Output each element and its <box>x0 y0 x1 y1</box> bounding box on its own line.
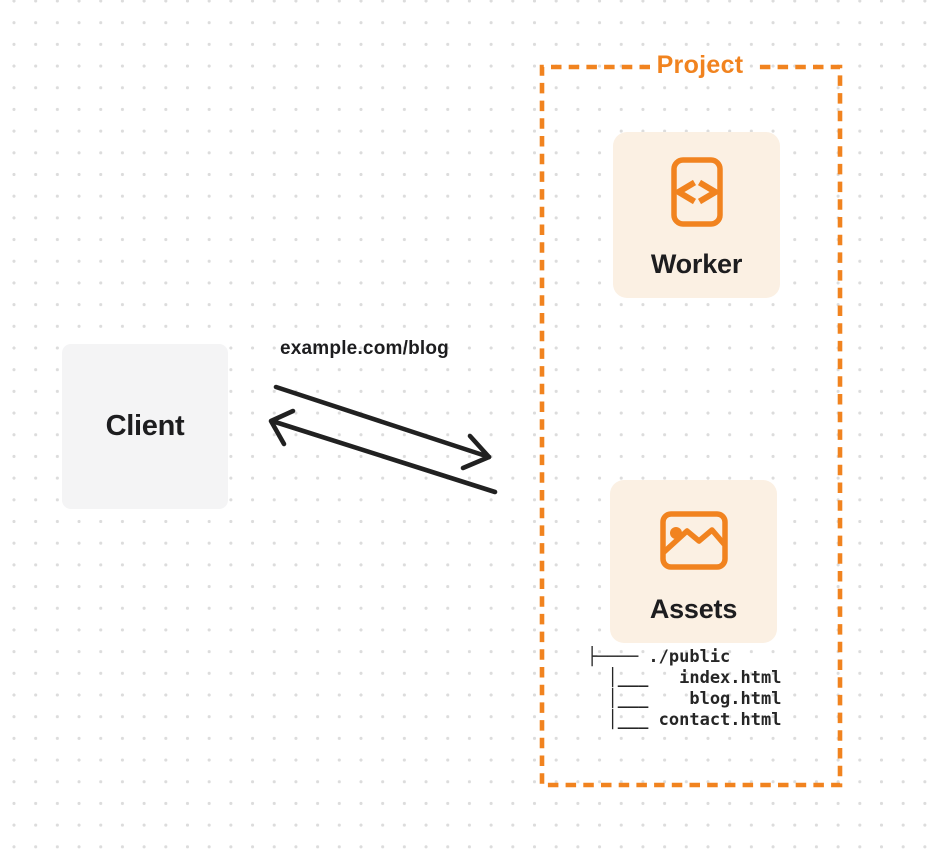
response-arrow <box>268 408 498 495</box>
assets-label: Assets <box>649 593 738 624</box>
client-node: Client <box>62 344 228 509</box>
project-label: Project <box>656 51 744 79</box>
assets-file-tree: ├──── ./public │___ index.html │___ blog… <box>587 647 781 731</box>
image-icon <box>659 510 728 570</box>
tree-line-contact: │___ contact.html <box>587 710 782 730</box>
request-arrow <box>273 384 492 471</box>
client-label: Client <box>105 410 185 442</box>
code-file-icon <box>670 156 723 227</box>
worker-label: Worker <box>650 248 743 279</box>
tree-line-blog: │___ blog.html <box>587 689 782 709</box>
assets-node: Assets <box>610 480 777 643</box>
worker-node: Worker <box>613 132 780 298</box>
request-url-label: example.com/blog <box>280 338 449 359</box>
tree-line-index: │___ index.html <box>587 668 782 688</box>
tree-line-public: ├──── ./public <box>587 647 731 667</box>
